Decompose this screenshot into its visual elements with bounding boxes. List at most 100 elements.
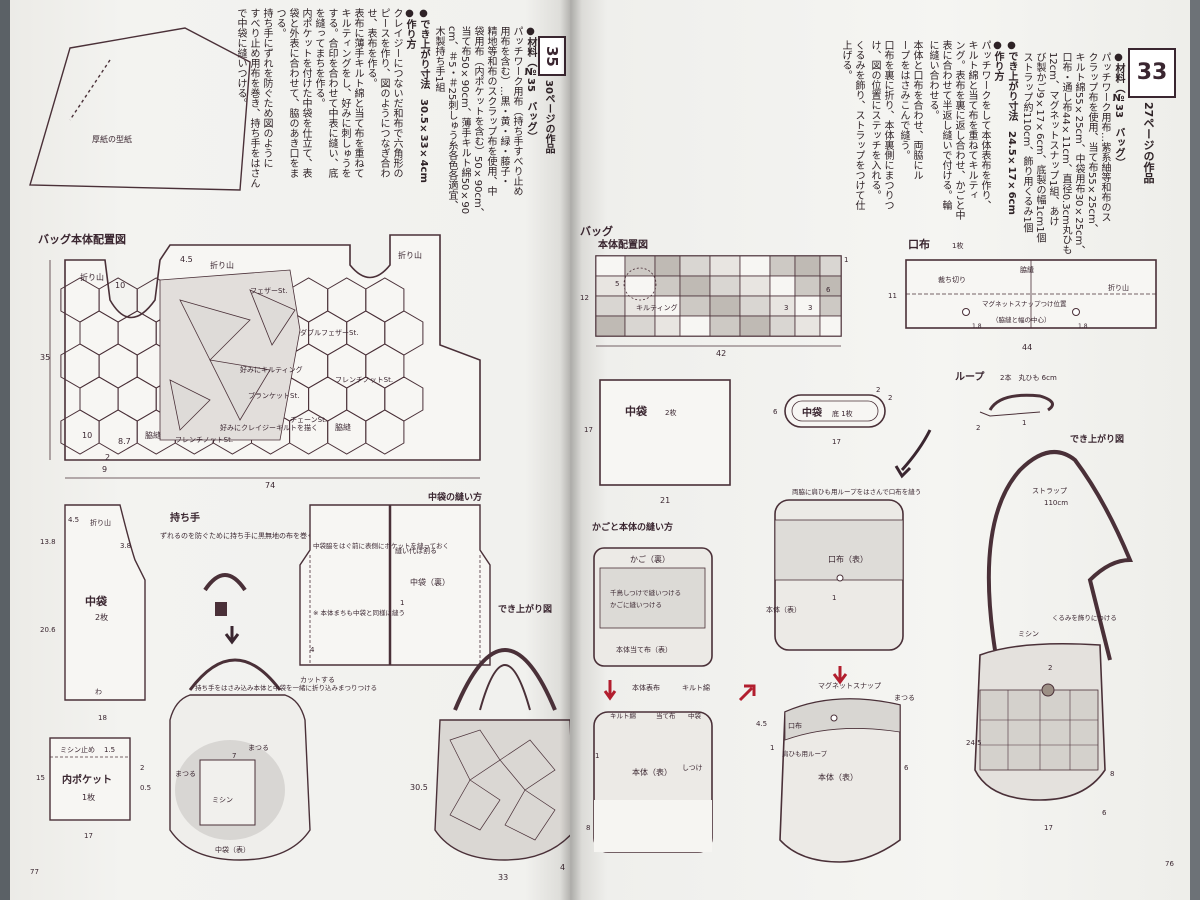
section-number: 33 [1136,60,1168,85]
assembly-label: 7 [232,752,236,760]
patch-piece [709,295,741,317]
page-number-left: 77 [30,868,39,876]
text-col: キルト綿と当て布を重ねてキルティ [966,40,977,200]
inner-bag-pattern: 中袋 2枚 4.5 13.8 20.6 18 3.8 折り山 わ [40,504,146,722]
fold-label: 折り山 [90,518,111,527]
text-col: 木製持ち手1組 [433,26,444,93]
text-col: ープをはさみこんで縫う。 [898,40,909,160]
patch-piece [624,315,656,337]
patch-piece [819,315,842,337]
dim-label: 18 [98,714,107,722]
patch-piece [819,295,842,317]
mouth-label: 口布（表） [828,554,868,564]
fold-mark: わ [95,688,102,696]
sewing-note: 中袋脇をはぐ前に表側にポケットを縫っておく [313,541,449,550]
patch-piece [769,255,796,277]
text-col: 本体と口布を合わせ、両脇にル [911,40,922,180]
inner-bottom-piece: 中袋 底 1枚 6 17 2 2 [773,386,892,446]
text-col: 表に合わせて半返し縫いで付ける。輪 [940,40,951,210]
basket-label: かごに縫いつける [610,600,662,609]
text-col: 内ポケットを付けた中袋を仕立て、表 [300,8,311,178]
dim-label: 21 [660,496,670,505]
stitch-label: ブランケットSt. [248,391,299,400]
text-col: 精地等和布のスクラップ布を使用、中 [485,26,496,196]
text-col: クレイジーにつないだ和布で六角形の [391,8,402,178]
stitch-label: チェーンSt. [290,416,327,424]
mouth-cloth-diagram: 口布 1枚 裁ち切り 脇縫 折り山 マグネットスナップつけ位置 （脇縫と幅の中心… [888,237,1157,352]
text-col: で中袋に縫いつける。 [235,8,246,108]
text-col: くるみを飾り、ストラップをつけて仕 [853,40,864,210]
loop-diagram: ループ 2本 丸ひも 6cm 2 1 [955,370,1057,432]
inner-bag-qty: 2枚 [95,612,108,622]
dim-label: 4.5 [180,255,193,264]
text-col: ●作り方 [992,40,1003,81]
assembly-label: まつる [248,744,269,752]
dim-label: 1.8 [972,323,982,330]
patch-piece [769,315,796,337]
cut-label: 裁ち切り [938,275,966,284]
text-col: ●でき上がり寸法 24.5×17×6cm [1006,40,1017,215]
dim-label: 3 [784,304,788,312]
quilting-label: キルティング [636,303,678,312]
layer-label: 中袋 [688,711,702,720]
text-col: び製かご9×17×6cm、底製の幅1cm1個 [1034,52,1045,243]
arrow-down-icon [224,626,240,645]
right-page: 33 27ページの作品 ●材料（№33 バッグ） パッチワーク用布…紫系紬等和布… [570,0,1190,900]
sewing-note: カットする [300,676,335,684]
text-col: ●作り方 [404,8,415,49]
inner-bottom-title: 中袋 [802,406,823,419]
dim-label: 6 [773,408,778,416]
dim-label: 9 [102,465,107,474]
assembly-label: まつる [175,770,196,778]
patch-piece [624,275,656,297]
dim-label: 11 [888,292,897,300]
dim-label: 6 [1102,809,1107,817]
text-col: 用布を含む）…黒・黄・緑・藤子・ [498,26,509,186]
text-col: パッチワーク用布（持ち手すべり止め [511,26,522,196]
dim-label: 30.5 [410,783,428,792]
mouth-cloth-title: 口布 [908,237,930,251]
dim-label: 8 [586,824,590,832]
body-label: 本体（表） [766,605,801,614]
text-col: cm、＃5・＃25刺しゅう糸各色各適宜、 [446,26,457,211]
text-col: ●でき上がり寸法 30.5×33×4cm [418,8,429,183]
dim-label: 4 [560,863,565,872]
dim-label: 17 [832,438,841,446]
text-col: 持ち手にずれを防ぐため図のように [261,8,272,168]
body-layout-diagram: バッグ 本体配置図 12 5 キルティング 6 3 3 42 1 [580,224,848,358]
loop-label: 肩ひも用ループ [782,749,828,758]
dim-label: 17 [1044,824,1053,832]
stitch-label: 好みにクレイジーキルトを描く [220,423,318,432]
inner-pocket-pattern: ミシン止め 内ポケット 1枚 1.5 15 17 0.5 2 [36,737,151,840]
fold-label: 折り山 [1108,283,1129,292]
inner-bottom-qty: 底 1枚 [832,409,853,418]
layer-label: 当て布 [656,711,676,720]
patch-piece [769,275,796,297]
patch-piece [794,255,821,277]
text-col: せ、表布を作る。 [365,8,376,88]
curved-arrow-icon [900,429,932,472]
text-col: 上げる。 [840,40,851,80]
dim-label: 1.5 [104,746,115,754]
dim-label: 8 [1110,770,1114,778]
patch-piece [679,295,711,317]
dim-label: 10 [115,281,125,290]
magnet-label: まつる [894,694,915,702]
finished-title: でき上がり図 [1070,433,1124,445]
dim-label: 6 [826,286,831,294]
dim-label: 2 [105,453,110,462]
dim-label: 1 [595,752,599,760]
side-seam-label: 脇縫 [1020,265,1034,274]
text-col: つる。 [274,8,285,38]
text-col: すべり止め用布を巻き、持ち手をはさん [248,8,259,188]
patch-piece [679,315,711,337]
text-col: 口布・通し布44×11cm、直径0.3cm丸ひも [1060,52,1071,255]
finished-bag-diagram: でき上がり図 30.5 33 4 [410,603,570,882]
dim-label: 17 [84,832,93,840]
dim-label: 4.5 [68,516,79,524]
inner-bag-title: 中袋 [625,404,648,418]
dim-label: 13.8 [40,538,56,546]
patch-piece [679,275,711,297]
text-col: 袋と外表に合わせて、脇のあき口をま [287,8,298,178]
